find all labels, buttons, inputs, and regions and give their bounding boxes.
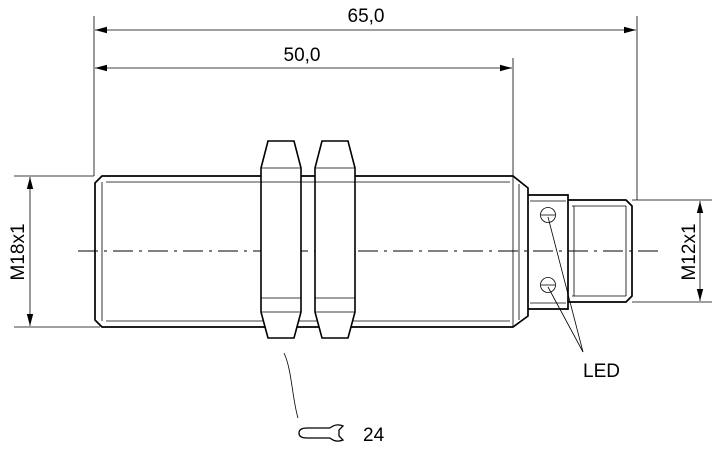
led-callout: LED [547, 216, 620, 382]
led-label: LED [583, 361, 620, 382]
wrench-size-label: 24 [363, 425, 385, 446]
led-windows [540, 207, 556, 293]
dimension-connector-thread: M12x1 [632, 199, 712, 303]
body-length-label: 50,0 [284, 45, 321, 66]
dimension-body-length: 50,0 [95, 45, 514, 176]
wrench-leader [283, 352, 299, 419]
led-window-top [540, 207, 556, 223]
dimension-overall-length: 65,0 [93, 6, 638, 200]
overall-length-label: 65,0 [348, 6, 385, 27]
dimension-main-thread: M18x1 [8, 175, 100, 328]
hex-nut-left [260, 140, 302, 339]
wrench-callout: 24 [283, 352, 385, 446]
sensor-body [94, 175, 529, 328]
connector-thread-label: M12x1 [679, 223, 700, 280]
wrench-icon [298, 424, 345, 442]
led-leader-top [547, 216, 584, 353]
led-housing [528, 194, 569, 310]
main-thread-label: M18x1 [8, 223, 29, 280]
led-window-bottom [540, 277, 556, 293]
led-leader-bottom [547, 286, 584, 353]
hex-nut-right [314, 140, 356, 339]
connector-housing [528, 194, 633, 310]
